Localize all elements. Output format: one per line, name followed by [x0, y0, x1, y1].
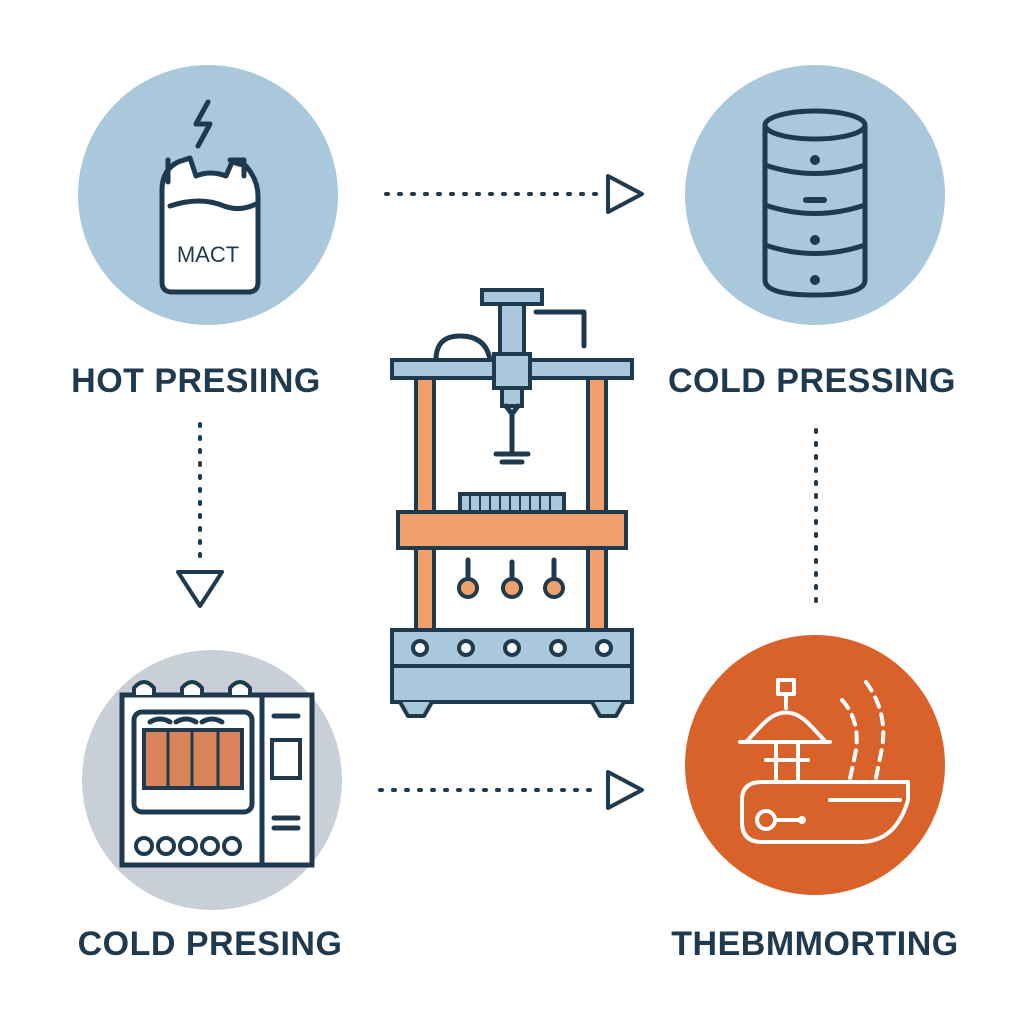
press-machine-icon [390, 288, 634, 718]
connector-top [384, 174, 644, 214]
label-hot-pressing: HOT PRESIING [71, 362, 321, 400]
furnace-machine-icon [119, 680, 315, 868]
node-cold-presing-bottom: COLD PRESING [78, 650, 343, 963]
arrow-down-icon [176, 570, 224, 608]
container-label: MACT [177, 242, 239, 267]
label-cold-pressing-top: COLD PRESSING [668, 362, 956, 400]
node-hot-pressing: MACT HOT PRESIING [71, 65, 338, 400]
thermoforming-machine-icon [738, 678, 910, 844]
connector-bottom [378, 770, 644, 810]
node-cold-pressing-top: COLD PRESSING [668, 65, 956, 400]
node-thermoforming: THEBMMORTING [671, 635, 958, 963]
arrow-right-icon [606, 174, 644, 214]
label-cold-presing-bottom: COLD PRESING [78, 925, 343, 963]
connector-left [176, 422, 224, 608]
cylinder-stack-icon [762, 108, 868, 298]
node-circle [685, 635, 945, 895]
arrow-right-icon [606, 770, 644, 810]
container-lightning-icon [159, 99, 261, 295]
label-thermoforming: THEBMMORTING [671, 925, 958, 963]
